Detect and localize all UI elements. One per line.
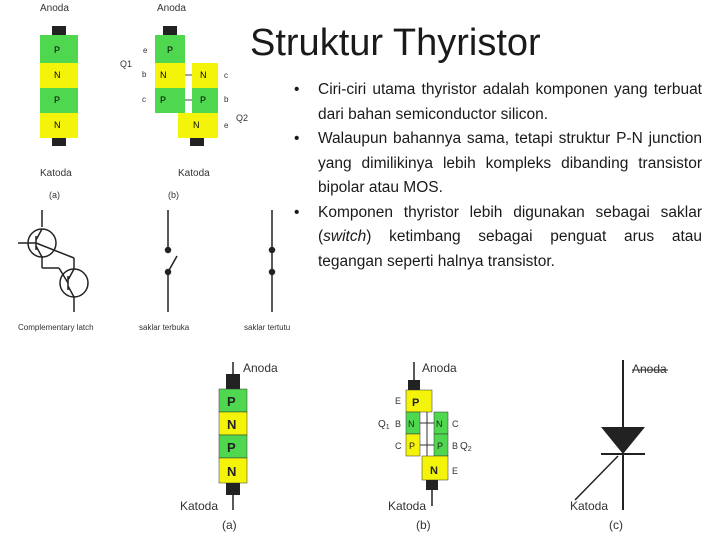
anode-terminal bbox=[408, 380, 420, 390]
caption-open-switch: saklar terbuka bbox=[139, 323, 190, 332]
pin-label-b: b bbox=[224, 95, 229, 104]
layer-label: N bbox=[227, 417, 236, 432]
pin-label-c: c bbox=[224, 71, 228, 80]
large-thyristor-figure: Anoda P N P N Katoda (a) Anoda P N P N P… bbox=[180, 360, 668, 532]
layer-label: N bbox=[54, 70, 61, 80]
layer-label: N bbox=[200, 70, 207, 80]
bullet-item: •Ciri-ciri utama thyristor adalah kompon… bbox=[294, 81, 702, 123]
bullet-text-pre: Komponen thyristor lebih digunakan sebag… bbox=[318, 203, 702, 246]
layer-p bbox=[40, 88, 78, 113]
cathode-terminal bbox=[190, 138, 204, 146]
cathode-terminal bbox=[52, 138, 66, 146]
pin-label-e: e bbox=[143, 46, 148, 55]
layer-n bbox=[192, 63, 218, 88]
layer-n bbox=[40, 113, 78, 138]
anoda-label: Anoda bbox=[40, 3, 69, 14]
layer-label: N bbox=[193, 120, 200, 130]
anoda-label: Anoda bbox=[157, 3, 186, 14]
layer-label: N bbox=[408, 419, 415, 429]
layer-label: P bbox=[412, 397, 419, 409]
figure-label-a: (a) bbox=[222, 518, 237, 532]
layer-n bbox=[218, 457, 248, 484]
figure-label-b: (b) bbox=[416, 518, 431, 532]
layer-label: P bbox=[160, 95, 166, 105]
pin-label-c: C bbox=[452, 419, 459, 429]
layer-label: P bbox=[200, 95, 206, 105]
figure-label-b: (b) bbox=[168, 190, 179, 200]
layer-p bbox=[155, 35, 185, 63]
q1-label: Q1 bbox=[378, 419, 390, 431]
figure-label-a: (a) bbox=[49, 190, 60, 200]
layer-label: P bbox=[167, 45, 173, 55]
katoda-label: Katoda bbox=[388, 499, 426, 513]
anode-terminal bbox=[163, 26, 177, 35]
katoda-label: Katoda bbox=[180, 499, 218, 513]
pin-label-e: e bbox=[224, 121, 229, 130]
pin-label-c: C bbox=[395, 441, 402, 451]
layer-p bbox=[40, 35, 78, 63]
anoda-label: Anoda bbox=[632, 362, 667, 376]
q2-label: Q2 bbox=[236, 113, 248, 123]
katoda-label: Katoda bbox=[178, 168, 210, 179]
layer-label: P bbox=[227, 440, 236, 455]
q2-label: Q2 bbox=[460, 441, 472, 453]
slide-title: Struktur Thyristor bbox=[250, 22, 541, 64]
layer-label: P bbox=[54, 45, 60, 55]
q1-label: Q1 bbox=[120, 59, 132, 69]
bullet-text-em: switch bbox=[323, 228, 367, 245]
cathode-terminal bbox=[226, 483, 240, 495]
pin-label-b: B bbox=[452, 441, 458, 451]
layer-label: P bbox=[437, 441, 443, 451]
caption-latch: Complementary latch bbox=[18, 323, 94, 332]
layer-label: P bbox=[54, 95, 60, 105]
pin-label-e: E bbox=[395, 396, 401, 406]
gate-lead bbox=[574, 455, 619, 501]
diode-triangle-icon bbox=[601, 427, 645, 454]
anoda-label: Anoda bbox=[243, 361, 278, 375]
layer-p bbox=[192, 88, 218, 113]
complementary-latch-schematic bbox=[18, 210, 89, 312]
layer-n bbox=[178, 113, 218, 138]
layer-label: P bbox=[409, 441, 415, 451]
layer-n bbox=[155, 63, 185, 88]
bullet-text-post: ) ketimbang sebagai penguat arus atau te… bbox=[318, 228, 702, 270]
layer-label: N bbox=[227, 464, 236, 479]
pin-label-e: E bbox=[452, 466, 458, 476]
anode-terminal bbox=[52, 26, 66, 35]
bullet-item: •Komponen thyristor lebih digunakan seba… bbox=[294, 203, 702, 270]
caption-closed-switch: saklar tertutup bbox=[244, 323, 290, 332]
bullet-text: Walaupun bahannya sama, tetapi struktur … bbox=[318, 130, 702, 196]
layer-label: N bbox=[436, 419, 443, 429]
bullet-text: Ciri-ciri utama thyristor adalah kompone… bbox=[318, 81, 702, 123]
layer-p bbox=[155, 88, 185, 113]
layer-label: N bbox=[430, 465, 438, 477]
bullet-list: •Ciri-ciri utama thyristor adalah kompon… bbox=[290, 78, 702, 274]
cathode-terminal bbox=[426, 480, 438, 490]
pin-label-b: b bbox=[142, 70, 147, 79]
pin-label-b: B bbox=[395, 419, 401, 429]
katoda-label: Katoda bbox=[570, 499, 608, 513]
figure-label-c: (c) bbox=[609, 518, 623, 532]
small-thyristor-figure: Anoda P N P N Katoda (a) Anoda P N P N P… bbox=[18, 3, 290, 332]
layer-n bbox=[40, 63, 78, 88]
katoda-label: Katoda bbox=[40, 168, 72, 179]
bullet-item: •Walaupun bahannya sama, tetapi struktur… bbox=[294, 130, 702, 196]
anode-terminal bbox=[226, 374, 240, 389]
layer-label: P bbox=[227, 394, 236, 409]
closed-switch-symbol bbox=[268, 210, 276, 312]
layer-label: N bbox=[54, 120, 61, 130]
anoda-label: Anoda bbox=[422, 361, 457, 375]
open-switch-symbol bbox=[164, 210, 178, 312]
layer-label: N bbox=[160, 70, 167, 80]
pin-label-c: c bbox=[142, 95, 146, 104]
